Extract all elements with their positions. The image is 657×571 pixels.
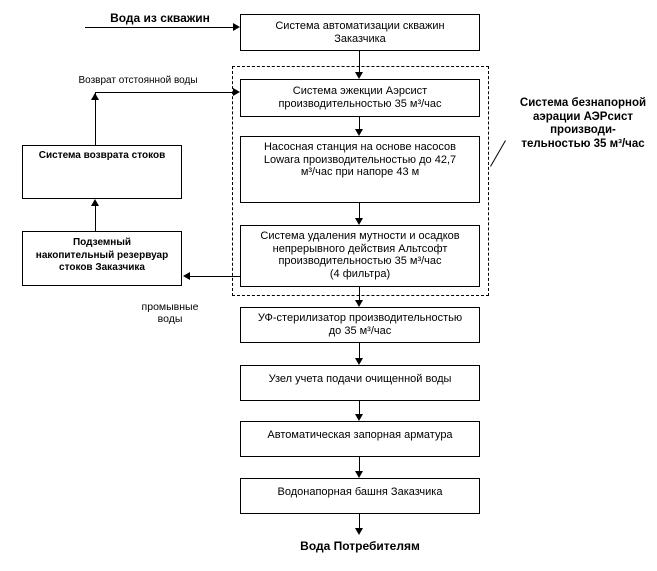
edge-ejection-to-pump-arrowhead	[355, 129, 363, 136]
edge-uv-to-metering-line	[359, 343, 360, 358]
edge-tower-to-output-arrowhead	[355, 528, 363, 535]
edge-source-to-automation-arrowhead	[233, 23, 240, 31]
edge-uv-to-metering-arrowhead	[355, 358, 363, 365]
edge-metering-to-valve-arrowhead	[355, 414, 363, 421]
edge-tower-to-output-line	[359, 514, 360, 528]
edge-metering-to-valve-line	[359, 401, 360, 414]
edge-turbidity-to-uv-arrowhead	[355, 300, 363, 307]
node-underground-reservoir: Подземный накопительный резервуар стоков…	[22, 231, 182, 286]
edge-source-to-automation-line	[85, 27, 233, 28]
label-output-water: Вода Потребителям	[300, 539, 420, 553]
edge-valve-to-tower-arrowhead	[355, 471, 363, 478]
node-return-system: Система возврата стоков	[22, 145, 182, 199]
edge-automation-to-ejection-arrowhead	[355, 72, 363, 79]
node-ejection-system: Система эжекции Аэрсист производительнос…	[240, 79, 480, 117]
node-shutoff-valve: Автоматическая запорная арматура	[240, 421, 480, 457]
edge-ejection-to-pump-line	[359, 117, 360, 129]
node-turbidity-removal: Система удаления мутности и осадков непр…	[240, 225, 480, 287]
edge-reservoir-to-return-line	[95, 205, 96, 231]
edge-turbidity-to-reservoir-arrowhead	[183, 272, 190, 280]
edge-pump-to-turbidity-line	[359, 203, 360, 218]
edge-return-to-ejection-line	[95, 92, 233, 93]
label-return-water: Возврат отстоянной воды	[78, 75, 198, 86]
edge-return-system-up-arrowhead	[91, 93, 99, 100]
edge-turbidity-to-reservoir-line	[190, 276, 240, 277]
node-well-automation: Система автоматизации скважин Заказчика	[240, 14, 480, 51]
node-metering-unit: Узел учета подачи очищенной воды	[240, 365, 480, 401]
edge-pump-to-turbidity-arrowhead	[355, 218, 363, 225]
edge-return-system-up-line	[95, 92, 96, 145]
node-pump-station: Насосная станция на основе насосов Lowar…	[240, 136, 480, 203]
node-water-tower: Водонапорная башня Заказчика	[240, 478, 480, 514]
edge-return-to-ejection-arrowhead	[233, 88, 240, 96]
edge-reservoir-to-return-arrowhead	[91, 199, 99, 206]
edge-automation-to-ejection-line	[359, 51, 360, 72]
aeration-group-callout-line	[490, 140, 506, 167]
edge-valve-to-tower-line	[359, 457, 360, 471]
node-uv-sterilizer: УФ-стерилизатор производительностью до 3…	[240, 307, 480, 343]
edge-turbidity-to-uv-line	[359, 287, 360, 300]
label-wash-water: промывные воды	[141, 301, 199, 325]
label-source-water: Вода из скважин	[110, 11, 210, 25]
label-aeration-system: Система безнапорной аэрации АЭРсист прои…	[519, 97, 647, 150]
aeration-group-dashed-box	[232, 66, 489, 296]
